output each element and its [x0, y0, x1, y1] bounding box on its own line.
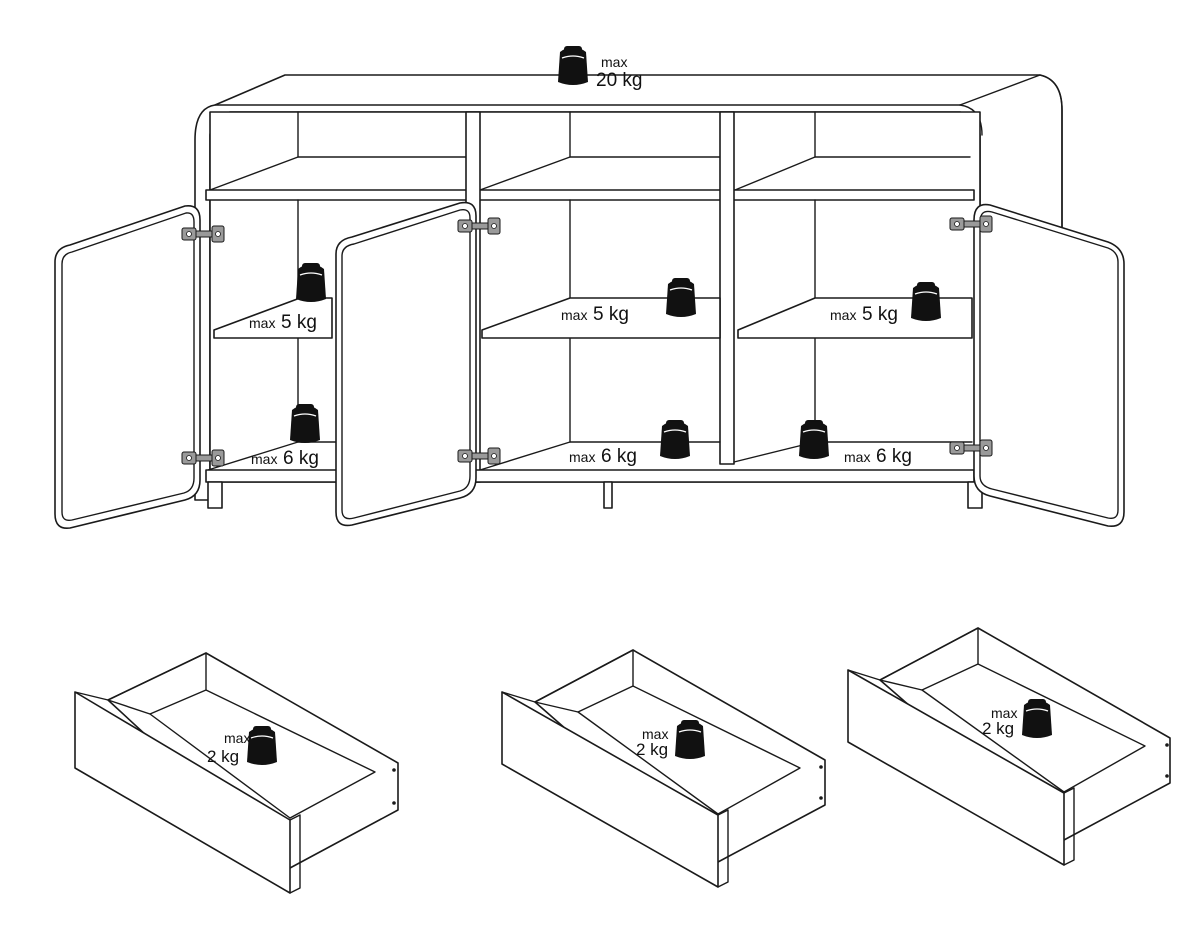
shelf-center-lower-small: max	[569, 449, 595, 465]
drawer-1	[74, 652, 399, 894]
drawer-1-value: 2 kg	[207, 747, 239, 766]
weight-icon	[674, 719, 706, 760]
center-door	[335, 201, 477, 527]
shelf-right-upper-small: max	[830, 307, 856, 323]
weight-icon	[1021, 698, 1053, 739]
drawer-2	[501, 649, 826, 888]
shelf-center-upper-small: max	[561, 307, 587, 323]
weight-icon	[665, 277, 697, 318]
shelf-left-upper-value: 5 kg	[281, 312, 317, 333]
weight-icon	[557, 45, 589, 86]
top-load-small: max	[601, 54, 627, 70]
shelf-center-lower-value: 6 kg	[601, 446, 637, 467]
shelf-right-upper-value: 5 kg	[862, 304, 898, 325]
drawer-2-small: max	[642, 726, 668, 742]
drawer-3-small: max	[991, 705, 1017, 721]
drawer-3	[847, 627, 1171, 866]
shelf-left-upper-small: max	[249, 315, 275, 331]
weight-icon	[289, 403, 321, 444]
weight-icon	[246, 725, 278, 766]
weight-icon	[910, 281, 942, 322]
shelf-right-lower-small: max	[844, 449, 870, 465]
shelf-right-lower-value: 6 kg	[876, 446, 912, 467]
top-load-value: 20 kg	[596, 70, 642, 91]
drawer-3-value: 2 kg	[982, 719, 1014, 738]
right-door	[973, 203, 1125, 528]
drawer-1-small: max	[224, 730, 250, 746]
weight-icon	[295, 262, 327, 303]
shelf-center-upper-value: 5 kg	[593, 304, 629, 325]
shelf-left-lower-small: max	[251, 451, 277, 467]
left-door	[54, 204, 201, 530]
weight-icon	[798, 419, 830, 460]
weight-icon	[659, 419, 691, 460]
drawer-2-value: 2 kg	[636, 740, 668, 759]
shelf-left-lower-value: 6 kg	[283, 448, 319, 469]
